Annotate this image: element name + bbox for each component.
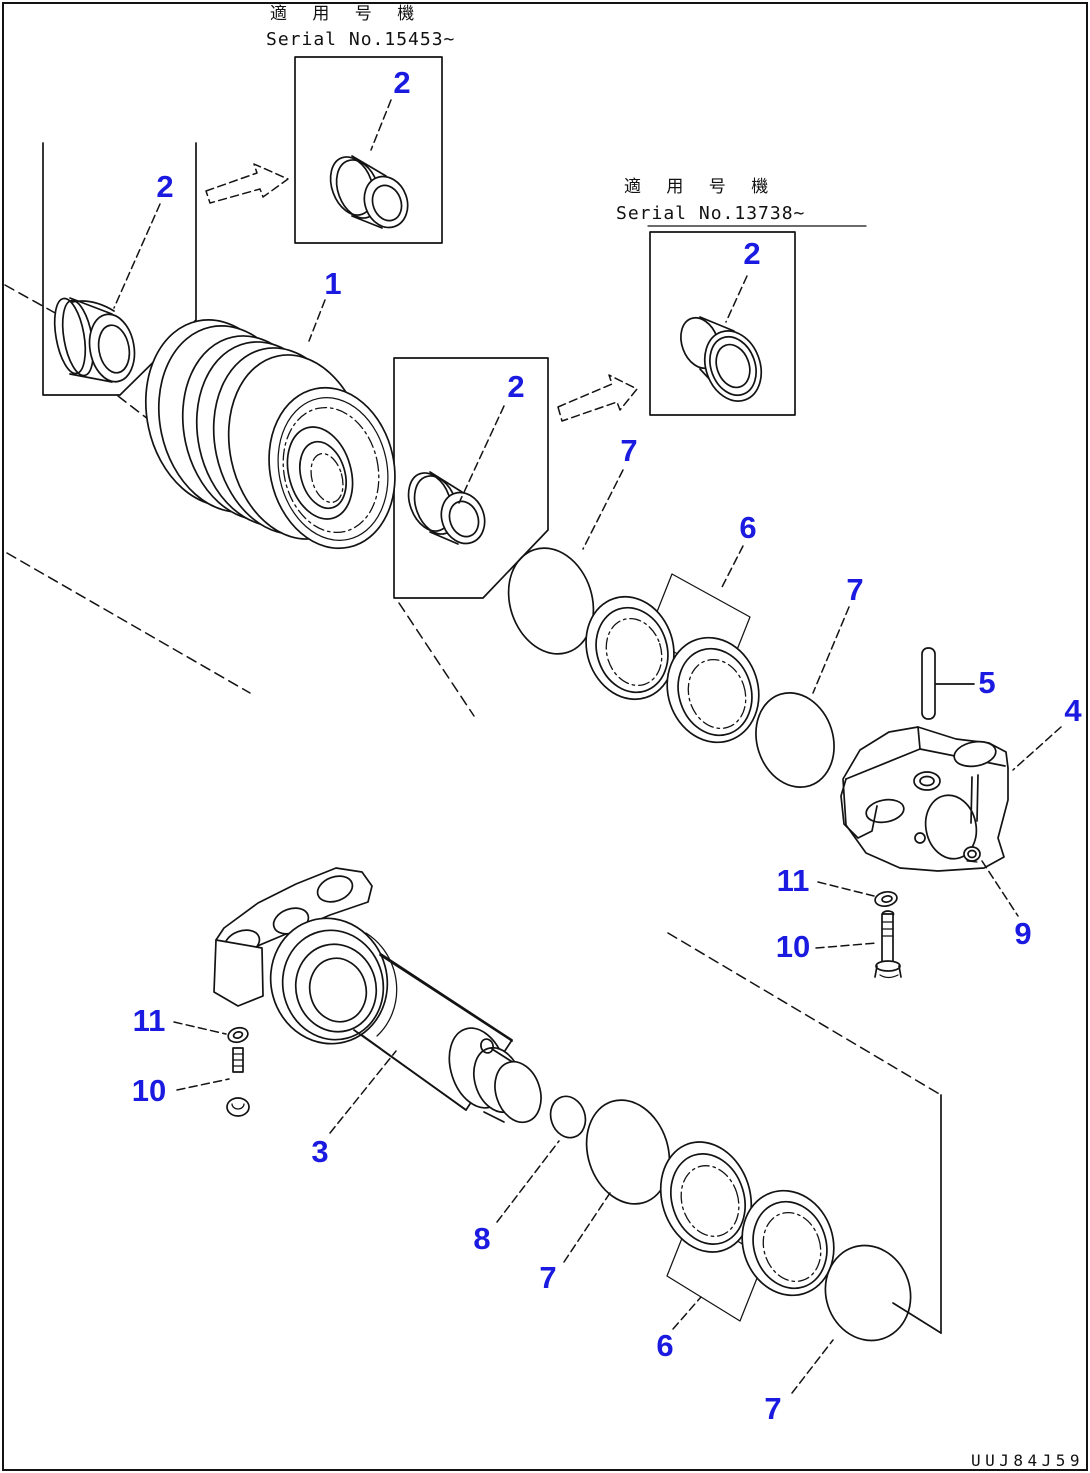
floating-seal-part-6-lower-a [659, 1141, 753, 1253]
lower-seal-group [549, 1095, 912, 1342]
shaft-bottom-edge [353, 1029, 467, 1111]
detail-box-left [42, 142, 197, 396]
section-plane-lines [4, 284, 942, 1334]
shaft-assembly-part-3 [213, 867, 542, 1124]
bolt-part-10-left [226, 1047, 250, 1117]
part-label-11a: 11 [777, 863, 810, 898]
part-label-1: 1 [324, 266, 341, 301]
part-label-7c: 7 [539, 1260, 556, 1295]
floating-seal-part-6-upper-b [666, 636, 760, 744]
caption-mid-serial: Serial No.13738~ [616, 203, 805, 224]
part-label-3: 3 [311, 1134, 328, 1169]
shaft-top-edge [379, 954, 513, 1042]
part-label-11b: 11 [133, 1003, 166, 1038]
part-label-4: 4 [1064, 693, 1082, 728]
bushing-part-2-left [53, 297, 136, 383]
leader-lines [113, 99, 1062, 1394]
plug-part-9 [963, 846, 981, 863]
part-label-6b: 6 [656, 1328, 673, 1363]
part-label-2c: 2 [507, 369, 524, 404]
upper-seal-group [507, 547, 835, 788]
o-ring-part-8 [549, 1095, 587, 1139]
part-label-8: 8 [473, 1221, 490, 1256]
part-label-9: 9 [1014, 916, 1031, 951]
detail-box-middle [393, 357, 549, 599]
pin-part-5 [921, 647, 975, 720]
part-label-7d: 7 [764, 1391, 781, 1426]
washer-part-11-left [227, 1026, 249, 1044]
part-number-labels: 1 2 2 2 2 3 4 5 6 6 7 7 7 7 8 9 10 10 11… [132, 65, 1083, 1426]
part-label-2b: 2 [393, 65, 410, 100]
caption-top-jp: 適 用 号 機 [270, 4, 424, 24]
part-label-2a: 2 [156, 169, 173, 204]
track-roller-part-1 [144, 319, 396, 550]
detail-box-right [649, 231, 796, 416]
part-label-5: 5 [978, 665, 995, 700]
detail-arrow-2 [557, 374, 638, 422]
o-ring-part-7-lower-left [585, 1099, 671, 1205]
bushing-part-2-top-box [329, 155, 409, 229]
part-label-10a: 10 [776, 929, 810, 964]
shaft-oil-hole [480, 1038, 494, 1054]
detail-arrow-1 [205, 163, 289, 204]
part-label-7a: 7 [620, 433, 637, 468]
bushing-part-2-middle-box [407, 471, 486, 545]
detail-box-top [294, 56, 443, 244]
o-ring-part-7-lower-right [824, 1244, 912, 1342]
seal-plane-part-6-lower [666, 1212, 766, 1322]
part-label-10b: 10 [132, 1073, 166, 1108]
bushing-part-2-right-box [680, 316, 763, 402]
floating-seal-part-6-upper-a [585, 595, 675, 701]
washer-part-11-right [874, 890, 898, 908]
o-ring-part-7-upper-left [507, 547, 595, 655]
floating-seal-part-6-lower-b [741, 1189, 835, 1297]
applicability-captions: 適 用 号 機 Serial No.15453~ 適 用 号 機 Serial … [266, 4, 805, 224]
part-label-7b: 7 [846, 572, 863, 607]
detail-arrows [205, 163, 638, 422]
part-label-2d: 2 [743, 236, 760, 271]
detail-boxes [42, 56, 867, 599]
roller-support-bracket-part-4 [840, 726, 1009, 872]
part-label-6a: 6 [739, 510, 756, 545]
caption-top-serial: Serial No.15453~ [266, 29, 455, 50]
caption-mid-jp: 適 用 号 機 [624, 177, 778, 197]
o-ring-part-7-upper-right [755, 692, 835, 788]
bolt-part-10-right [874, 910, 902, 979]
document-code: UUJ84J59 [971, 1451, 1084, 1470]
